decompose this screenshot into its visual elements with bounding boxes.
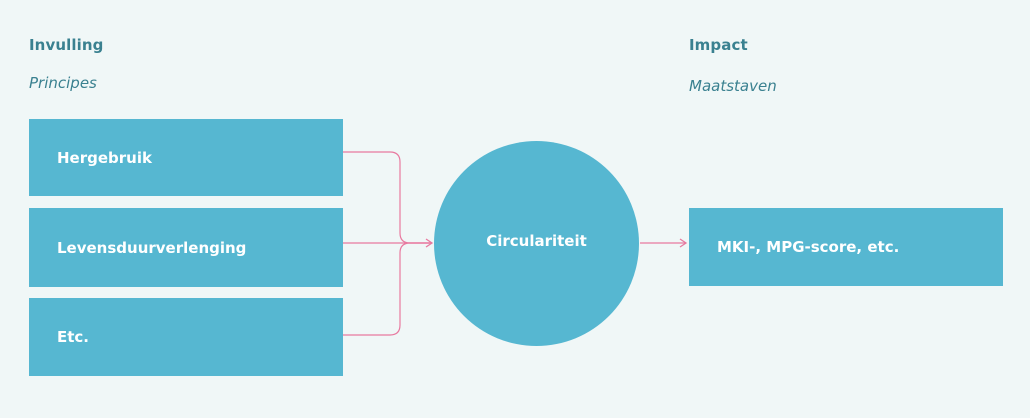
circularity-circle: Circulariteit: [434, 141, 639, 346]
principle-box-etc: Etc.: [29, 298, 343, 376]
right-column-subheading: Maatstaven: [689, 77, 777, 95]
principle-box-levensduurverlenging: Levensduurverlenging: [29, 208, 343, 287]
left-column-subheading: Principes: [29, 74, 97, 92]
principle-box-label: Etc.: [57, 328, 90, 346]
principle-box-label: Levensduurverlenging: [57, 238, 247, 257]
impact-box-label: MKI-, MPG-score, etc.: [717, 238, 900, 256]
connector-line-bottom: [343, 242, 432, 336]
right-column-heading: Impact: [689, 36, 748, 54]
circularity-label: Circulariteit: [486, 231, 587, 250]
left-column-heading: Invulling: [29, 36, 104, 54]
principle-box-hergebruik: Hergebruik: [29, 119, 343, 196]
principle-box-label: Hergebruik: [57, 148, 152, 167]
impact-box: MKI-, MPG-score, etc.: [689, 208, 1003, 286]
connector-line-top: [343, 151, 434, 248]
